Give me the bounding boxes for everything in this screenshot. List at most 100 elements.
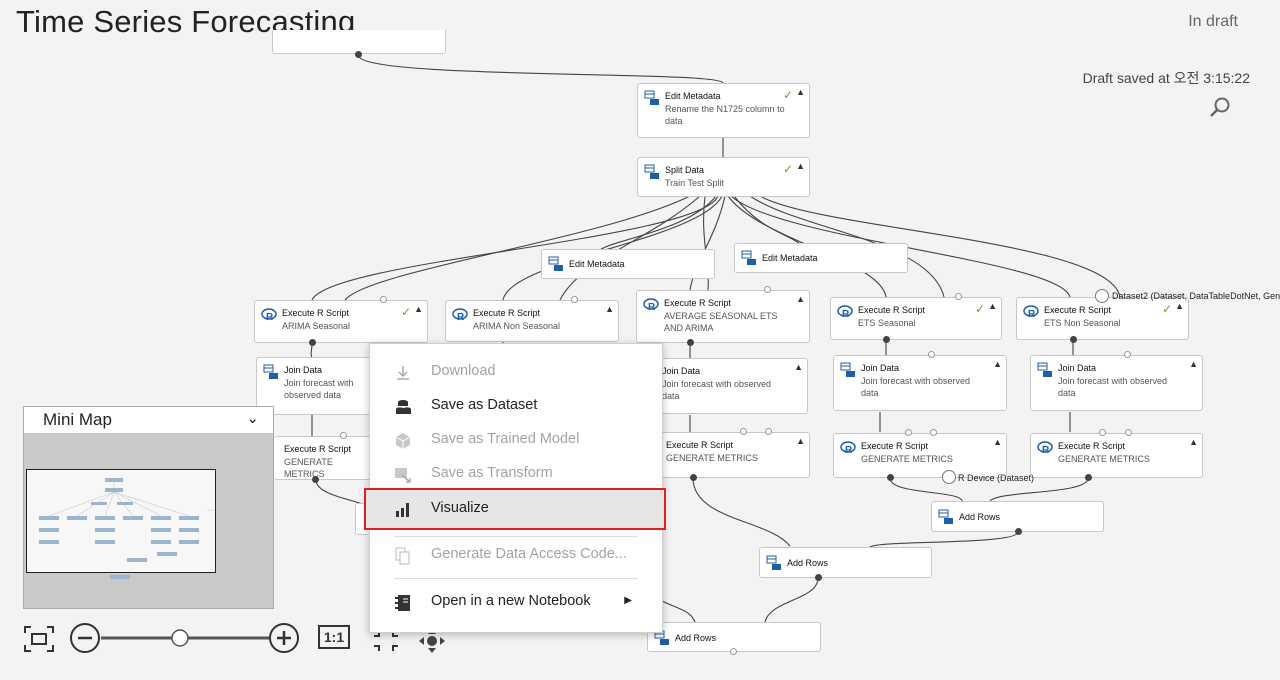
actual-size-button[interactable]: 1:1 — [318, 625, 350, 649]
zoom-control[interactable] — [69, 622, 301, 656]
output-port[interactable] — [355, 51, 362, 58]
menu-item-save-as-dataset[interactable]: Save as Dataset — [370, 392, 662, 422]
input-port[interactable] — [928, 351, 935, 358]
input-port[interactable] — [571, 296, 578, 303]
menu-item-save-as-trained-model[interactable]: Save as Trained Model — [370, 426, 662, 456]
chevron-up-icon[interactable]: ▲ — [993, 437, 1002, 447]
module-r-script[interactable]: R Execute R Script AVERAGE SEASONAL ETS … — [636, 290, 810, 343]
input-port[interactable] — [1125, 429, 1132, 436]
table-icon — [263, 364, 278, 379]
mini-map-header[interactable]: Mini Map ⌄ — [24, 407, 273, 433]
search-icon[interactable] — [1208, 96, 1232, 120]
input-port[interactable] — [1124, 351, 1131, 358]
chevron-up-icon[interactable]: ▲ — [1189, 359, 1198, 369]
module-r-script[interactable]: R Execute R Script ARIMA Seasonal ✓ ▲ — [254, 300, 428, 343]
chevron-down-icon[interactable]: ⌄ — [246, 410, 259, 427]
module-r-script[interactable]: R Execute R Script ARIMA Non Seasonal ▲ — [445, 300, 619, 342]
menu-item-open-in-notebook[interactable]: Open in a new Notebook ▶ — [370, 588, 662, 618]
module-join-data[interactable]: Join Data Join forecast with observed da… — [1030, 355, 1203, 411]
output-port[interactable] — [690, 474, 697, 481]
input-port[interactable] — [930, 429, 937, 436]
mini-map[interactable]: Mini Map ⌄ — [23, 406, 274, 609]
menu-item-visualize[interactable]: Visualize — [364, 488, 666, 530]
module-add-rows[interactable]: Add Rows — [759, 547, 932, 578]
input-port[interactable] — [340, 432, 347, 439]
table-icon — [548, 256, 563, 271]
module-join-data[interactable]: Join Data Join forecast with observed da… — [660, 358, 808, 414]
input-port[interactable] — [1099, 429, 1106, 436]
output-port[interactable] — [1085, 474, 1092, 481]
chevron-up-icon[interactable]: ▲ — [605, 304, 614, 314]
chevron-up-icon[interactable]: ▲ — [988, 301, 997, 311]
zoom-slider-thumb[interactable] — [171, 629, 189, 647]
output-port[interactable] — [1070, 336, 1077, 343]
output-port[interactable] — [687, 339, 694, 346]
input-port[interactable] — [764, 286, 771, 293]
chevron-up-icon[interactable]: ▲ — [796, 87, 805, 97]
module-join-data[interactable]: Join Data Join forecast with observed da… — [833, 355, 1007, 411]
module-subtitle: GENERATE METRICS — [861, 454, 953, 464]
input-port[interactable] — [740, 428, 747, 435]
check-icon: ✓ — [974, 302, 985, 316]
chevron-up-icon[interactable]: ▲ — [796, 436, 805, 446]
module-r-script[interactable]: Execute R Script GENERATE METRICS — [274, 436, 372, 480]
module-subtitle: GENERATE METRICS — [666, 453, 758, 463]
module-edit-metadata[interactable]: Edit Metadata — [734, 243, 908, 273]
menu-item-download[interactable]: Download — [370, 358, 662, 388]
chevron-up-icon[interactable]: ▲ — [1175, 301, 1184, 311]
output-port[interactable] — [815, 574, 822, 581]
pan-icon[interactable] — [416, 628, 448, 654]
module-split-data[interactable]: Split Data Train Test Split ✓ ▲ — [637, 157, 810, 197]
output-port[interactable] — [309, 339, 316, 346]
mini-map-viewport[interactable] — [26, 469, 267, 573]
module-hidden[interactable] — [355, 503, 369, 535]
zoom-in-icon[interactable] — [269, 623, 299, 653]
r-icon: R — [1023, 305, 1039, 320]
menu-divider — [394, 536, 638, 537]
input-port[interactable] — [765, 428, 772, 435]
module-r-script[interactable]: R Execute R Script ETS Non Seasonal ✓ ▲ — [1016, 297, 1189, 340]
module-r-script[interactable]: R Execute R Script ETS Seasonal ✓ ▲ — [830, 297, 1002, 340]
chevron-up-icon[interactable]: ▲ — [414, 304, 423, 314]
menu-item-label: Open in a new Notebook — [431, 593, 591, 609]
layout-icon[interactable] — [371, 628, 401, 654]
module-add-rows[interactable]: Add Rows — [931, 501, 1104, 532]
module-join-data[interactable]: Join Data Join forecast with observed da… — [256, 357, 372, 415]
input-port[interactable] — [905, 429, 912, 436]
output-port[interactable] — [887, 474, 894, 481]
input-port[interactable] — [955, 293, 962, 300]
chevron-up-icon[interactable]: ▲ — [794, 362, 803, 372]
module-subtitle: GENERATE METRICS — [284, 457, 333, 479]
module-subtitle: Join forecast with observed data — [861, 376, 971, 398]
menu-item-generate-data-access-code[interactable]: Generate Data Access Code... — [370, 541, 662, 571]
module-title: Join Data — [662, 366, 701, 376]
chevron-up-icon[interactable]: ▲ — [1189, 437, 1198, 447]
fit-to-screen-icon[interactable] — [22, 624, 56, 654]
module-subtitle: Join forecast with observed data — [284, 378, 354, 400]
output-port[interactable] — [312, 476, 319, 483]
output-port[interactable] — [730, 648, 737, 655]
menu-item-save-as-transform[interactable]: Save as Transform — [370, 460, 662, 490]
module-edit-metadata[interactable]: Edit Metadata Rename the N1725 column to… — [637, 83, 810, 138]
module-r-script[interactable]: R Execute R Script GENERATE METRICS ▲ — [833, 433, 1007, 478]
r-icon: R — [837, 305, 853, 320]
context-menu[interactable]: Download Save as Dataset Save as Trained… — [364, 343, 666, 633]
chevron-up-icon[interactable]: ▲ — [796, 161, 805, 171]
r-icon: R — [840, 441, 856, 456]
module-r-script[interactable]: Execute R Script GENERATE METRICS ▲ — [660, 432, 810, 478]
menu-item-label: Generate Data Access Code... — [431, 546, 627, 562]
module-subtitle: Join forecast with observed data — [1058, 376, 1168, 398]
output-port[interactable] — [1015, 528, 1022, 535]
svg-text:R: R — [1042, 445, 1050, 456]
chevron-up-icon[interactable]: ▲ — [796, 294, 805, 304]
input-port[interactable] — [380, 296, 387, 303]
module-subtitle: Train Test Split — [665, 178, 725, 188]
output-port[interactable] — [883, 336, 890, 343]
document-icon[interactable] — [942, 470, 956, 484]
document-icon[interactable] — [1095, 289, 1109, 303]
zoom-out-icon[interactable] — [70, 623, 100, 653]
chevron-up-icon[interactable]: ▲ — [993, 359, 1002, 369]
module-r-script[interactable]: R Execute R Script GENERATE METRICS ▲ — [1030, 433, 1203, 478]
module-subtitle: ETS Non Seasonal — [1044, 318, 1121, 328]
module-edit-metadata[interactable]: Edit Metadata — [541, 249, 715, 279]
